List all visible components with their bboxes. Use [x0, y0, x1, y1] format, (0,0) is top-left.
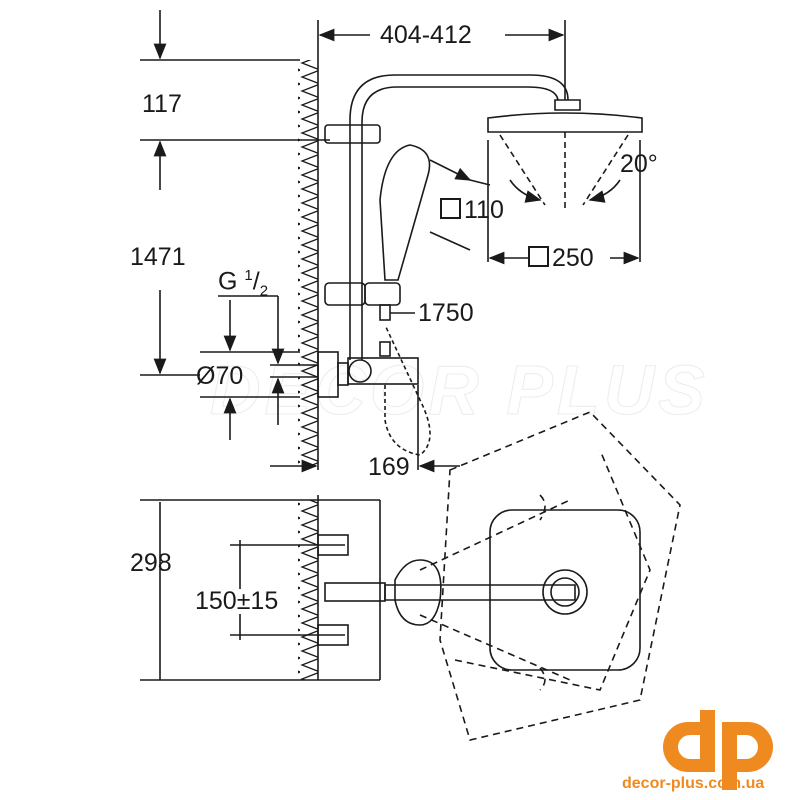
dim-hand-shower: 110 [440, 198, 504, 223]
square-icon [528, 246, 549, 267]
dim-rail-height: 1471 [130, 243, 186, 271]
square-icon [440, 198, 461, 219]
dim-head-reach: 404-412 [380, 21, 472, 49]
dim-bottom-height: 298 [130, 549, 172, 577]
dim-projection: 169 [368, 453, 410, 481]
dim-connection-spacing: 150±15 [195, 587, 279, 615]
dim-diameter: Ø70 [196, 362, 244, 390]
head-shower-size: 250 [552, 244, 594, 272]
dim-top-offset: 117 [142, 90, 182, 118]
decor-plus-logo [663, 710, 773, 790]
thread-letter: G [218, 267, 238, 296]
logo-url: decor-plus.com.ua [622, 775, 765, 792]
dim-thread: G 1/2 [218, 267, 269, 300]
dim-hose-length: 1750 [418, 299, 474, 327]
wall-top-view [298, 495, 319, 680]
watermark: DECOR PLUS [210, 351, 709, 430]
dim-angle: 20° [620, 150, 658, 178]
thread-num: 1 [244, 267, 253, 284]
dim-head-shower: 250 [528, 246, 594, 271]
thread-den: 2 [259, 282, 269, 300]
hand-shower-size: 110 [464, 196, 504, 224]
wall-side-view [298, 20, 319, 470]
